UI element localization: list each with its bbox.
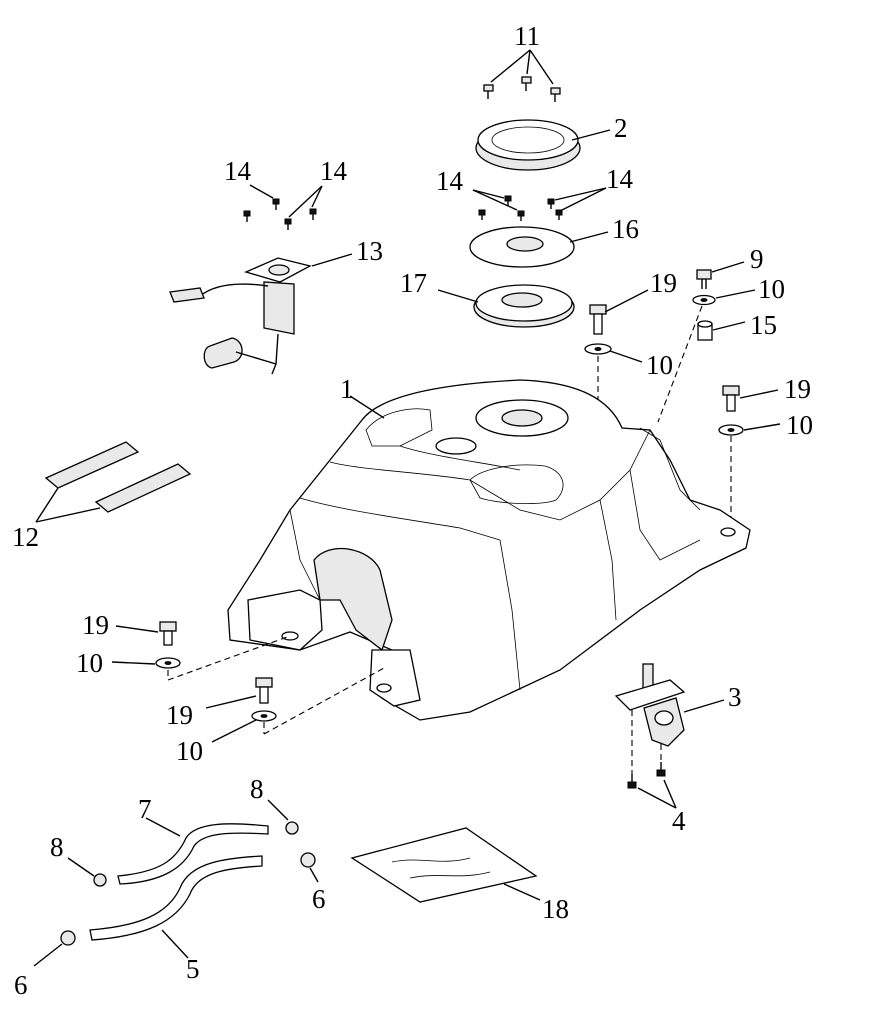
part-14-screws — [243, 184, 607, 230]
callout-4: 4 — [672, 806, 686, 836]
callout-8: 8 — [50, 832, 64, 862]
callout-3: 3 — [728, 682, 742, 712]
part-16-gasket-plate — [469, 226, 609, 268]
part-8-clamp-a — [67, 857, 107, 887]
part-10-washer-c — [718, 423, 781, 436]
callout-12: 12 — [12, 522, 39, 552]
part-15-collar — [697, 320, 746, 341]
part-10-washer-d — [111, 657, 181, 669]
part-10-washer-e — [211, 710, 277, 743]
callout-10: 10 — [786, 410, 813, 440]
callout-labels: 11 2 14 14 14 14 16 13 17 9 19 10 15 10 … — [12, 21, 813, 1000]
callout-14: 14 — [606, 164, 634, 194]
part-3-valve — [614, 663, 725, 747]
part-13-fuel-sender — [169, 253, 353, 375]
part-9-bolt — [696, 261, 745, 289]
part-1-fuel-tank — [227, 379, 751, 721]
callout-11: 11 — [514, 21, 540, 51]
part-17-lower-gasket — [437, 284, 575, 328]
callout-10: 10 — [76, 648, 103, 678]
part-2-cap-ring — [475, 119, 611, 171]
part-10-washer-b — [584, 343, 643, 363]
callout-16: 16 — [612, 214, 639, 244]
callout-10: 10 — [176, 736, 203, 766]
callout-1: 1 — [340, 374, 354, 404]
part-11-screws — [483, 49, 561, 102]
part-6-clamp-a — [300, 852, 319, 883]
callout-19: 19 — [166, 700, 193, 730]
callout-8: 8 — [250, 774, 264, 804]
part-10-washer-a — [692, 289, 756, 306]
callout-13: 13 — [356, 236, 383, 266]
part-4-screws — [627, 762, 677, 809]
part-19-bolt-b — [722, 385, 779, 412]
part-5-hose — [89, 855, 263, 959]
callout-19: 19 — [650, 268, 677, 298]
callout-2: 2 — [614, 113, 628, 143]
part-8-clamp-b — [267, 799, 299, 835]
part-19-bolt-a — [589, 289, 649, 335]
callout-14: 14 — [436, 166, 464, 196]
part-12-pads — [35, 441, 192, 523]
callout-6: 6 — [14, 970, 28, 1000]
part-19-bolt-d — [205, 677, 273, 709]
part-19-bolt-c — [115, 621, 177, 646]
part-18-sheet — [350, 827, 541, 903]
callout-17: 17 — [400, 268, 427, 298]
callout-7: 7 — [138, 794, 152, 824]
callout-15: 15 — [750, 310, 777, 340]
callout-6: 6 — [312, 884, 326, 914]
part-7-hose — [117, 817, 269, 885]
callout-10: 10 — [758, 274, 785, 304]
callout-18: 18 — [542, 894, 569, 924]
callout-10: 10 — [646, 350, 673, 380]
callout-19: 19 — [82, 610, 109, 640]
part-6-clamp-b — [33, 930, 76, 967]
callout-5: 5 — [186, 954, 200, 984]
callout-19: 19 — [784, 374, 811, 404]
callout-14: 14 — [320, 156, 348, 186]
callout-14: 14 — [224, 156, 252, 186]
callout-9: 9 — [750, 244, 764, 274]
